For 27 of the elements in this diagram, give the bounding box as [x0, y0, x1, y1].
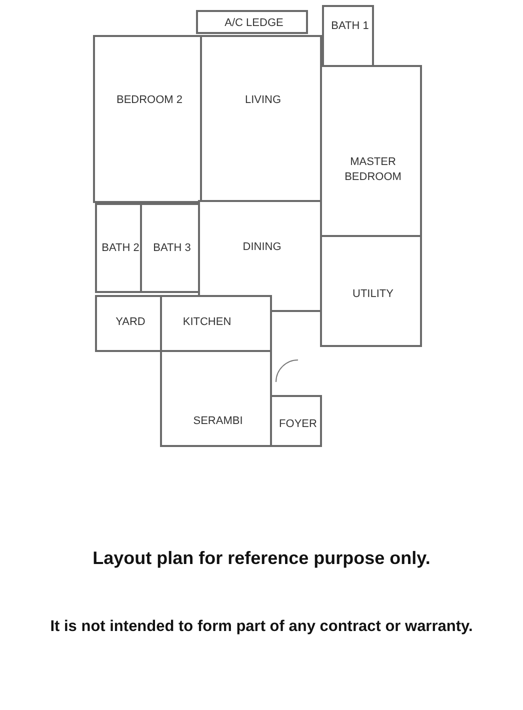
room-label: BEDROOM 2 — [115, 93, 184, 108]
room-outline — [160, 350, 272, 447]
room-label: FOYER — [278, 417, 318, 432]
room-outline — [95, 203, 142, 293]
room-label: A/C LEDGE — [224, 16, 284, 31]
disclaimer-text: Layout plan for reference purpose only. — [92, 548, 432, 569]
room-label: BATH 3 — [152, 241, 192, 256]
room-label: DINING — [242, 240, 282, 255]
room-outline — [95, 295, 162, 352]
room-outline — [196, 10, 308, 34]
room-label: BATH 2 — [100, 241, 140, 256]
room-outline — [322, 5, 374, 67]
disclaimer-text: It is not intended to form part of any contract or warranty. — [49, 618, 474, 636]
room-outline — [140, 203, 200, 293]
room-outline — [93, 35, 202, 203]
room-label: MASTER BEDROOM — [344, 155, 402, 185]
room-label: SERAMBI — [192, 414, 244, 429]
room-outline — [320, 65, 422, 237]
room-outline — [160, 295, 272, 352]
room-label: LIVING — [244, 93, 282, 108]
room-label: YARD — [114, 315, 146, 330]
room-label: KITCHEN — [182, 315, 232, 330]
room-label: UTILITY — [352, 287, 394, 302]
room-outline — [198, 200, 322, 312]
room-outline — [320, 235, 422, 347]
room-outline — [270, 395, 322, 447]
room-label: BATH 1 — [330, 19, 370, 34]
